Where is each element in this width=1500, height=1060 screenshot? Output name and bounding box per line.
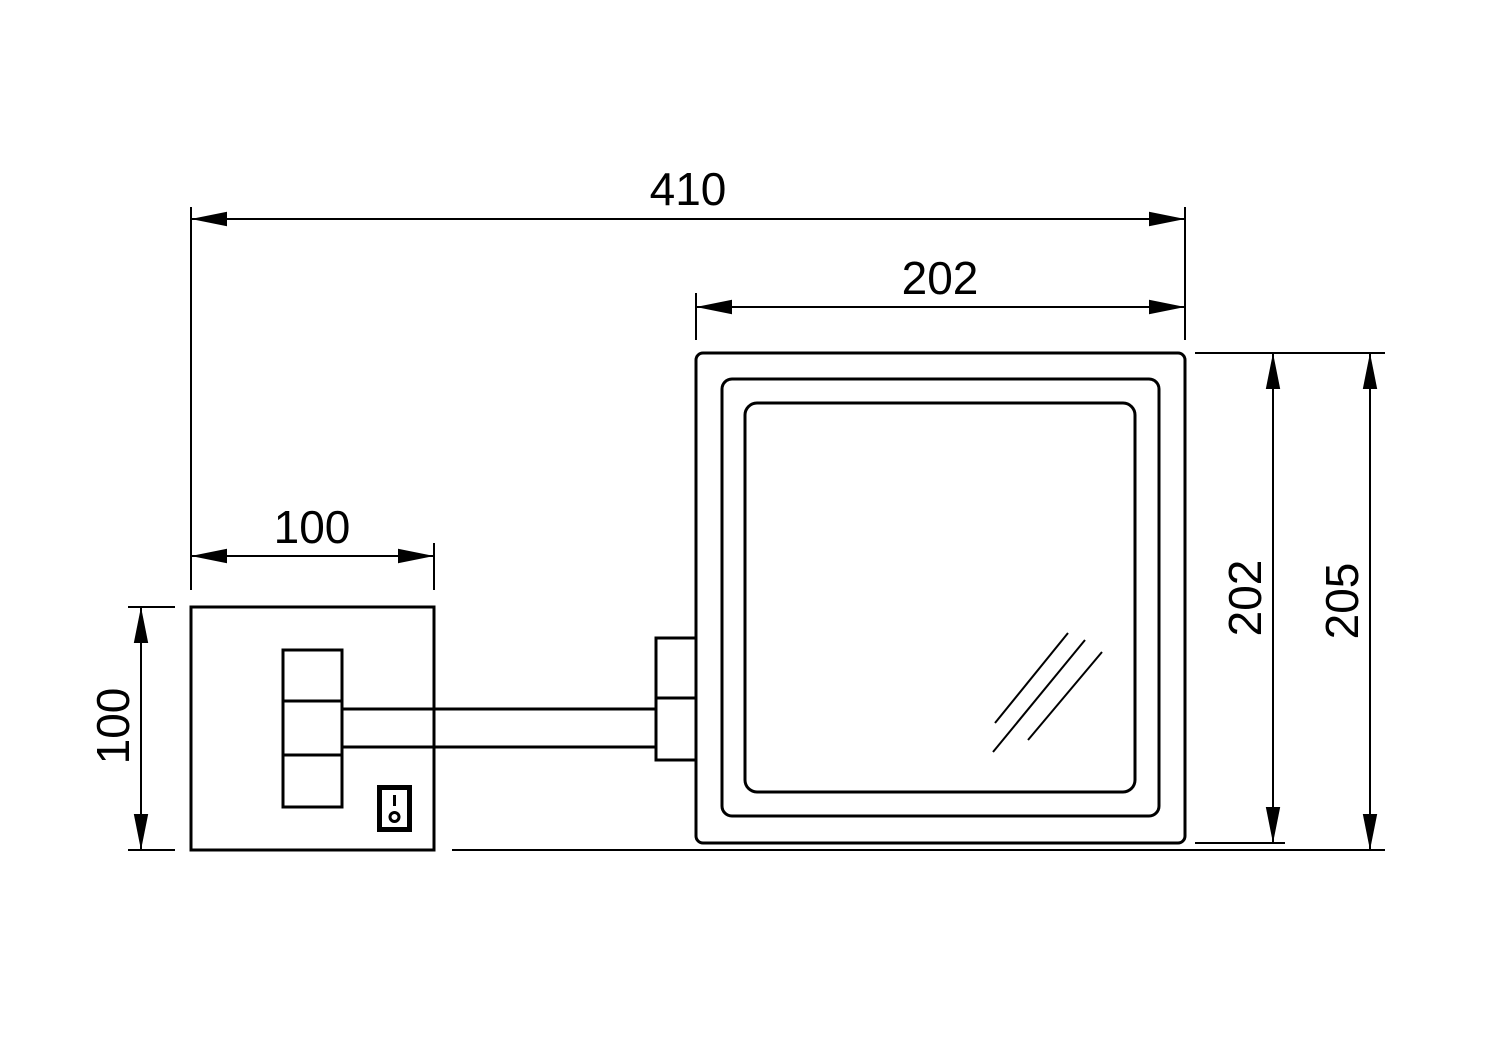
dimension-wall-plate-height: 100 — [87, 607, 149, 850]
mirror — [694, 351, 1187, 845]
dimension-label: 410 — [650, 163, 727, 215]
wall-plate — [189, 605, 436, 852]
glass-reflection-icon — [992, 632, 1103, 753]
dimension-wall-plate-width: 100 — [191, 501, 434, 564]
dimension-label: 100 — [274, 501, 351, 553]
dimension-overall-width: 410 — [191, 163, 1185, 227]
dimension-label: 205 — [1316, 563, 1368, 640]
dimension-mirror-width: 202 — [696, 252, 1185, 315]
dimension-overall-height: 205 — [1316, 353, 1378, 850]
dimension-mirror-height: 202 — [1219, 353, 1281, 843]
dimension-label: 202 — [1219, 560, 1271, 637]
power-switch-icon — [377, 785, 412, 832]
dimension-label: 100 — [87, 688, 139, 765]
mirror-arm — [340, 636, 698, 762]
hinge-block — [281, 648, 344, 809]
dimension-label: 202 — [902, 252, 979, 304]
